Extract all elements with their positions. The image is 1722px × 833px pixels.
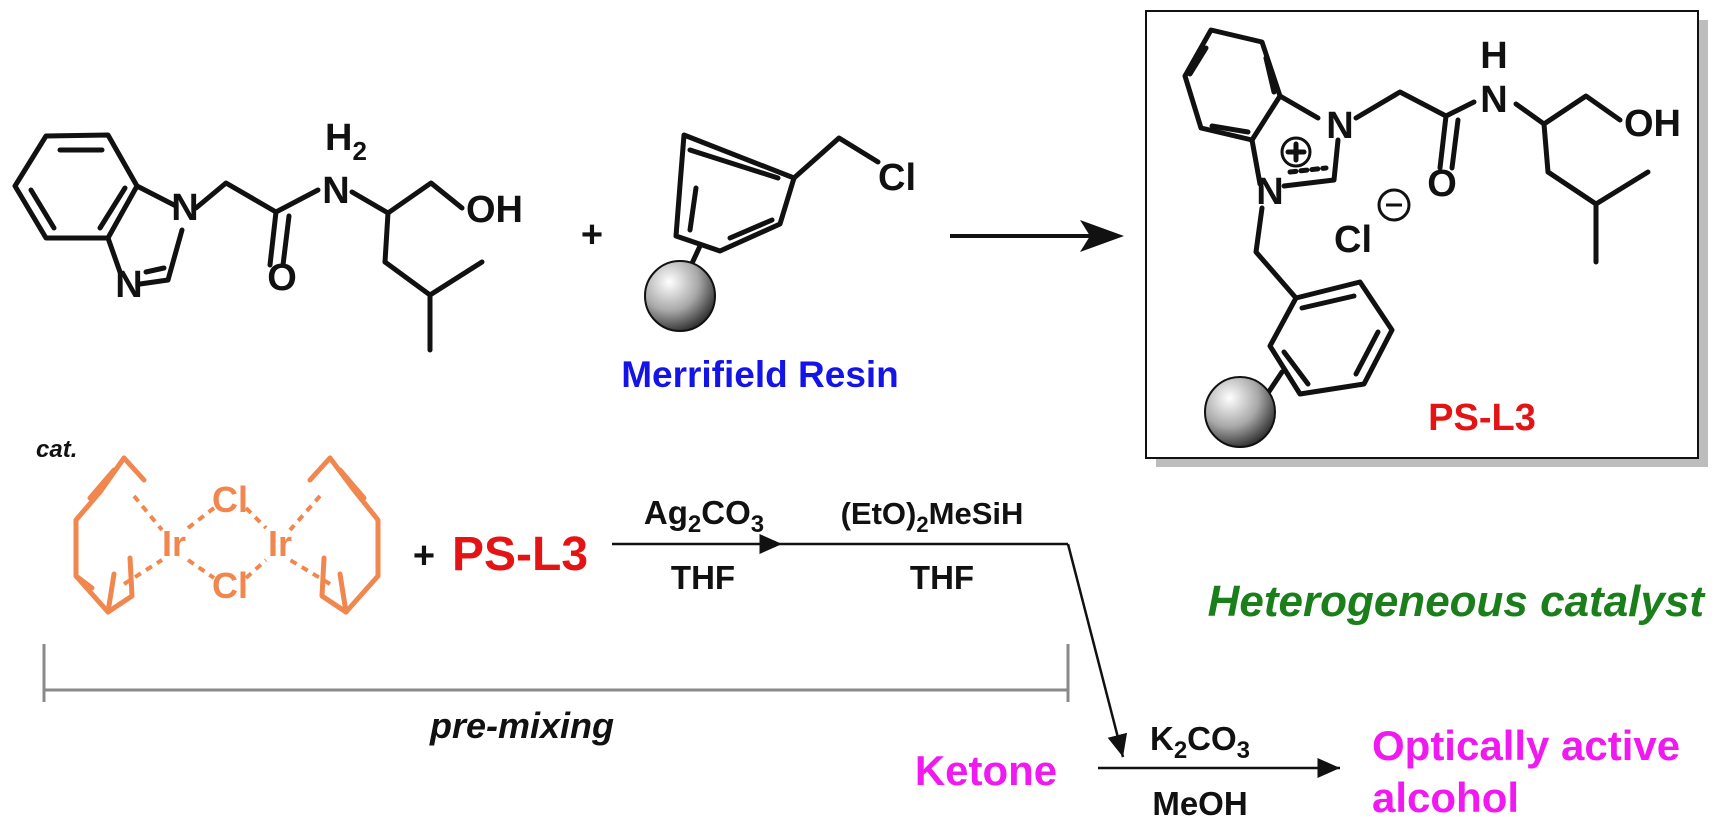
- anion-charge-icon: [1377, 188, 1411, 222]
- product-label-line2: alcohol: [1372, 774, 1519, 821]
- premix-bracket: [42, 644, 1070, 702]
- plus-sign-top: +: [581, 214, 603, 256]
- amine-nitrogen: N: [322, 170, 349, 212]
- catalyst-label: cat.: [36, 436, 77, 463]
- ring-nitrogen-1: N: [171, 187, 198, 229]
- product-label-ps-l3: PS-L3: [1428, 397, 1536, 439]
- product-hydroxyl-group: OH: [1624, 103, 1681, 145]
- merrifield-resin-structure: [644, 132, 881, 332]
- premix-label: pre-mixing: [429, 705, 614, 746]
- amine-hydrogen: H2: [325, 117, 367, 166]
- iridium-atom-left: Ir: [162, 523, 186, 564]
- transfer-arrow: [1066, 543, 1128, 758]
- carbonyl-oxygen: O: [267, 257, 297, 299]
- merrifield-resin-label: Merrifield Resin: [621, 354, 899, 395]
- step2-reagent: (EtO)2MeSiH: [841, 496, 1024, 537]
- catalyst-ligand-label: PS-L3: [452, 528, 588, 581]
- plus-sign-bottom: +: [413, 535, 435, 577]
- resin-chlorine: Cl: [878, 157, 916, 199]
- ring-nitrogen-3: N: [115, 264, 142, 306]
- product-nitrogen-3: N: [1256, 171, 1283, 213]
- product-label-line1: Optically active: [1372, 722, 1680, 769]
- heterogeneous-catalyst-label: Heterogeneous catalyst: [1208, 577, 1707, 626]
- step3-solvent: MeOH: [1152, 785, 1247, 822]
- iridium-cod-dimer-structure: [73, 455, 381, 615]
- product-amide-hydrogen: H: [1480, 35, 1507, 77]
- chloride-counterion: Cl: [1334, 219, 1372, 261]
- product-amide-nitrogen: N: [1480, 79, 1507, 121]
- step3-reagent: K2CO3: [1150, 720, 1250, 764]
- step1-solvent: THF: [671, 559, 735, 596]
- step2-solvent: THF: [910, 559, 974, 596]
- ps-l3-structure: [1182, 27, 1651, 448]
- starting-ligand-structure: [12, 132, 485, 353]
- step1-reagent: Ag2CO3: [644, 494, 764, 538]
- iridium-atom-right: Ir: [268, 523, 292, 564]
- bridging-chlorine-top: Cl: [212, 479, 248, 520]
- main-reaction-arrowhead: [1080, 220, 1124, 252]
- bridging-chlorine-bottom: Cl: [212, 565, 248, 606]
- product-nitrogen-1: N: [1326, 105, 1353, 147]
- ketone-substrate-label: Ketone: [915, 747, 1057, 794]
- hydroxyl-group: OH: [466, 189, 523, 231]
- product-carbonyl-oxygen: O: [1427, 163, 1457, 205]
